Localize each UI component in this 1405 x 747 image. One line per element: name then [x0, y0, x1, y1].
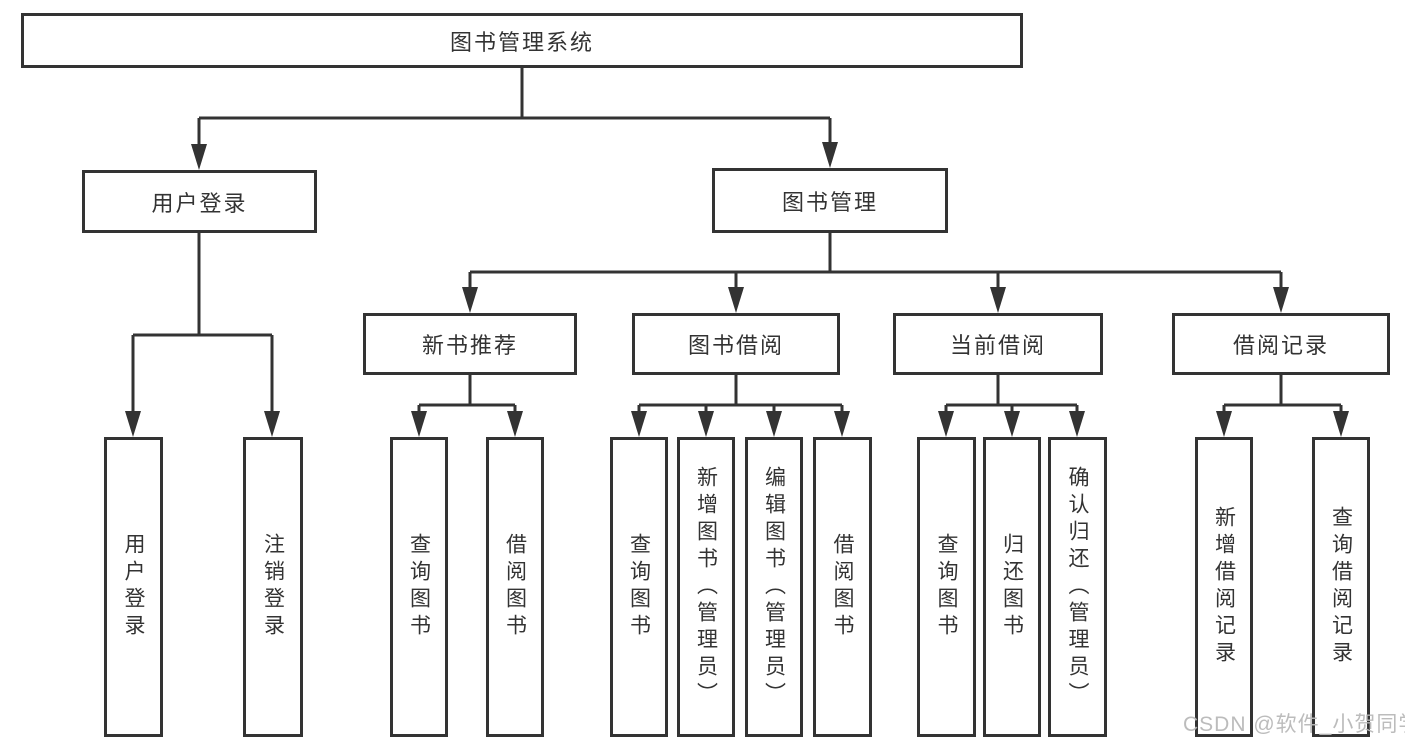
arrow-icon: [822, 142, 838, 168]
node-leaf-logout: 注销登录: [243, 437, 303, 737]
node-nbr-query-books: 查询图书: [390, 437, 448, 737]
arrow-icon: [631, 411, 647, 437]
csdn-watermark: CSDN @软件_小贺同学: [1183, 713, 1405, 736]
connector-book-mgmt-children: [468, 233, 1283, 293]
node-label: 用户登录: [122, 533, 145, 641]
arrow-icon: [766, 411, 782, 437]
node-new-book-recommend: 新书推荐: [363, 313, 577, 375]
connector-root-to-level2: [197, 68, 832, 150]
arrow-icon: [728, 287, 744, 313]
arrow-icon: [411, 411, 427, 437]
arrow-icon: [1069, 411, 1085, 437]
node-bb-edit-books-admin: 编辑图书（管理员）: [745, 437, 803, 737]
arrowheads-borrow-records-children: [1216, 411, 1349, 437]
node-library-management-system: 图书管理系统: [21, 13, 1023, 68]
node-label: 图书管理: [781, 189, 878, 215]
arrow-icon: [698, 411, 714, 437]
node-label: 借阅图书: [831, 533, 854, 641]
node-nbr-borrow-books: 借阅图书: [486, 437, 544, 737]
arrow-icon: [990, 287, 1006, 313]
node-current-borrowing: 当前借阅: [893, 313, 1103, 375]
node-label: 当前借阅: [949, 333, 1046, 358]
node-label: 新增图书（管理员）: [694, 465, 718, 709]
node-label: 查询图书: [407, 533, 431, 641]
node-label: 编辑图书（管理员）: [762, 465, 786, 709]
node-label: 新书推荐: [421, 333, 518, 358]
node-label: 借阅记录: [1232, 333, 1329, 358]
arrow-icon: [191, 144, 207, 170]
node-user-login: 用户登录: [82, 170, 317, 233]
arrowheads-root-to-level2: [191, 142, 838, 170]
node-bb-borrow-books: 借阅图书: [813, 437, 872, 737]
arrow-icon: [264, 411, 280, 437]
node-label: 归还图书: [1000, 533, 1024, 641]
node-cb-return-books: 归还图书: [983, 437, 1041, 737]
arrowheads-current-borrow-children: [938, 411, 1085, 437]
node-bb-add-books-admin: 新增图书（管理员）: [677, 437, 735, 737]
node-label: 查询图书: [935, 533, 958, 641]
arrow-icon: [1273, 287, 1289, 313]
connector-book-borrow-children: [637, 375, 844, 417]
node-label: 图书借阅: [687, 333, 784, 358]
node-cb-confirm-return-admin: 确认归还（管理员）: [1048, 437, 1107, 737]
arrowheads-user-login-children: [125, 411, 280, 437]
node-label: 查询图书: [627, 533, 651, 641]
arrow-icon: [462, 287, 478, 313]
arrowheads-book-mgmt-children: [462, 287, 1289, 313]
arrow-icon: [125, 411, 141, 437]
arrow-icon: [1333, 411, 1349, 437]
node-br-query-record: 查询借阅记录: [1312, 437, 1370, 737]
node-label: 用户登录: [151, 190, 248, 216]
arrow-icon: [1004, 411, 1020, 437]
connector-user-login-children: [131, 233, 274, 417]
arrow-icon: [507, 411, 523, 437]
node-label: 查询借阅记录: [1329, 506, 1353, 668]
arrowheads-book-borrow-children: [631, 411, 850, 437]
connector-new-book-rec-children: [417, 375, 517, 417]
node-cb-query-books: 查询图书: [917, 437, 976, 737]
node-label: 借阅图书: [503, 533, 527, 641]
node-book-management: 图书管理: [712, 168, 948, 233]
arrow-icon: [1216, 411, 1232, 437]
node-label: 新增借阅记录: [1212, 506, 1236, 668]
node-leaf-user-login: 用户登录: [104, 437, 163, 737]
node-br-add-record: 新增借阅记录: [1195, 437, 1253, 737]
arrow-icon: [938, 411, 954, 437]
node-bb-query-books: 查询图书: [610, 437, 668, 737]
connector-current-borrow-children: [944, 375, 1079, 417]
connector-borrow-records-children: [1222, 375, 1343, 417]
node-label: 确认归还（管理员）: [1066, 465, 1089, 709]
node-book-borrowing: 图书借阅: [632, 313, 840, 375]
node-borrowing-records: 借阅记录: [1172, 313, 1390, 375]
arrowheads-new-book-rec-children: [411, 411, 523, 437]
node-label: 注销登录: [261, 533, 285, 641]
node-label: 图书管理系统: [449, 29, 594, 55]
arrow-icon: [834, 411, 850, 437]
